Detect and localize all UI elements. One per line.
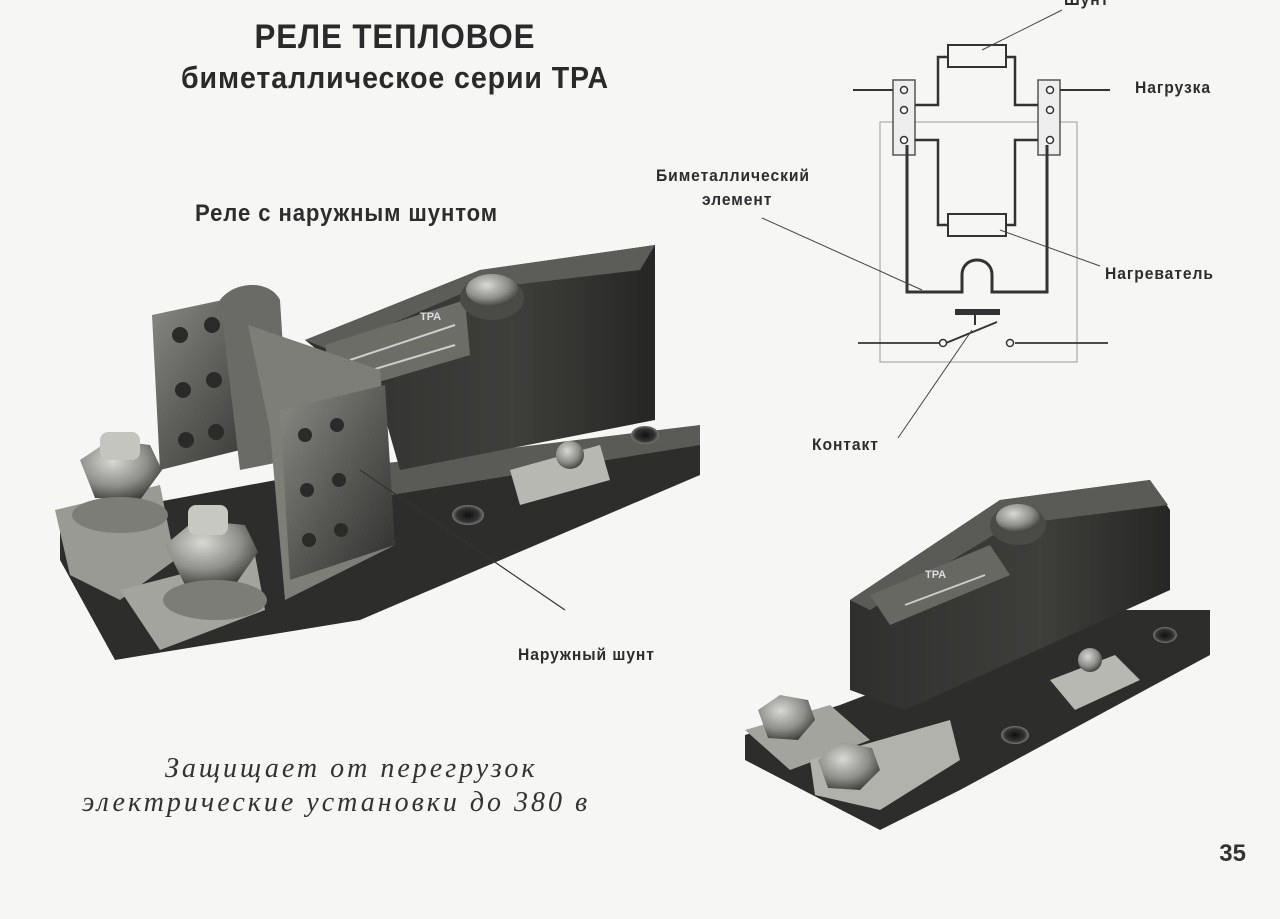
compact-relay: ТРА: [745, 480, 1210, 830]
contact-switch-blade: [945, 321, 998, 344]
heater-resistor: [947, 213, 1007, 237]
leader-heater: [999, 229, 1101, 267]
label-heater: Нагреватель: [1105, 264, 1214, 283]
relay2-terminal-nut-2: [818, 742, 880, 790]
label-load: Нагрузка: [1135, 78, 1212, 97]
label-external-shunt: Наружный шунт: [518, 645, 655, 664]
relay2-contact-screw: [1078, 648, 1102, 672]
relay2-body: [850, 480, 1170, 710]
schematic-diagram: [761, 9, 1110, 439]
heater-circuit: [915, 138, 1038, 227]
relay1-terminal-nut-2: [163, 505, 267, 620]
relay2-terminal-nut-1: [758, 695, 815, 740]
description-line1: Защищает от перегрузок: [165, 753, 538, 784]
relay1-terminal-nut-1: [72, 432, 168, 533]
relay1-plate-text: ТРА: [420, 311, 441, 323]
leader-contact: [897, 329, 973, 439]
leader-shunt: [981, 9, 1063, 51]
shunt-resistor: [947, 44, 1007, 68]
photo1-heading: Реле с наружным шунтом: [195, 200, 499, 227]
relay1-body: [305, 245, 655, 470]
page-number: 35: [1219, 840, 1246, 867]
leader-bimetal: [761, 217, 923, 291]
description-line2: электрические установки до 380 в: [82, 787, 591, 818]
left-terminal-block: [892, 79, 916, 156]
label-bimetal-line1: Биметаллический: [656, 166, 810, 185]
right-terminal-block: [1037, 79, 1061, 156]
page-subtitle: биметаллическое серии ТРА: [180, 60, 610, 95]
page-title: РЕЛЕ ТЕПЛОВОЕ: [254, 18, 536, 56]
label-shunt: Шунт: [1064, 0, 1109, 10]
label-bimetal-line2: элемент: [702, 190, 773, 209]
relay2-plate-text: ТРА: [925, 569, 946, 581]
relay-with-external-shunt: ТРА: [55, 245, 700, 660]
label-contact: Контакт: [812, 435, 879, 454]
relay1-contact-screw: [556, 441, 584, 469]
leader-external-shunt: [359, 469, 566, 611]
bimetal-element: [905, 145, 1049, 294]
schematic-frame: [879, 121, 1078, 363]
